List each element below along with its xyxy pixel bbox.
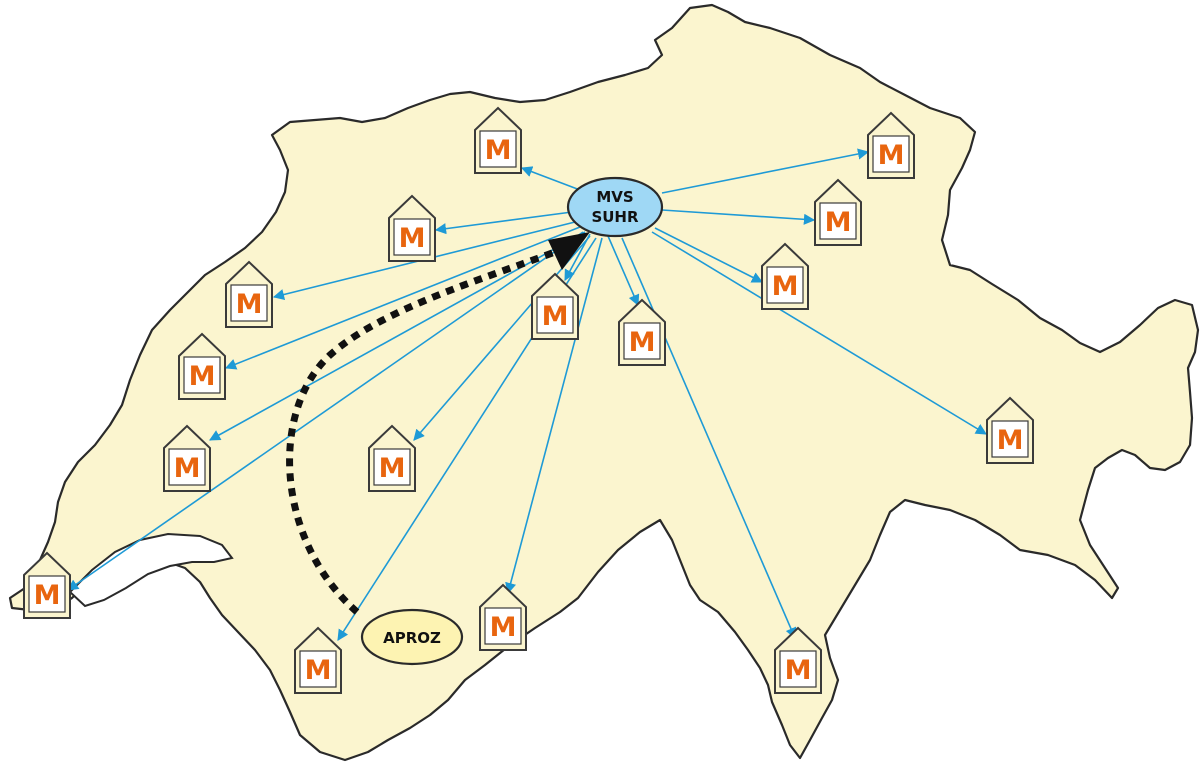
supply-route-arrowhead	[548, 232, 590, 270]
store-icon: M	[618, 299, 666, 366]
delivery-route	[520, 166, 581, 191]
switzerland-outline	[8, 3, 1200, 762]
store-letter: M	[878, 140, 905, 171]
store-icon: M	[294, 627, 342, 694]
delivery-route	[651, 231, 987, 435]
delivery-route	[434, 211, 573, 235]
delivery-route	[621, 237, 797, 640]
store-icon: M	[163, 425, 211, 492]
store-letter: M	[542, 301, 569, 332]
store-icon: M	[178, 333, 226, 400]
origin-oval	[360, 608, 464, 666]
hub-mvs-suhr: MVS SUHR	[566, 176, 664, 238]
store-icon: M	[814, 179, 862, 246]
store-letter: M	[305, 655, 332, 686]
store-icon: M	[23, 552, 71, 619]
delivery-route	[661, 209, 816, 225]
supply-route-aproz-to-suhr	[286, 248, 557, 615]
hub-oval	[566, 176, 664, 238]
origin-label: APROZ	[383, 629, 441, 647]
store-letter: M	[236, 289, 263, 320]
delivery-route	[661, 148, 870, 194]
store-icon: M	[867, 112, 915, 179]
store-letter: M	[485, 135, 512, 166]
store-icon: M	[761, 243, 809, 310]
migros-stores: M M M M M M M M M M M M M M M M	[23, 107, 1034, 694]
store-icon: M	[479, 584, 527, 651]
store-icon: M	[388, 195, 436, 262]
store-letter: M	[629, 327, 656, 358]
lake-geneva	[68, 532, 234, 608]
store-letter: M	[997, 425, 1024, 456]
hub-label-line2: SUHR	[591, 208, 639, 226]
store-letter: M	[34, 580, 61, 611]
hub-label-line1: MVS	[596, 188, 633, 206]
delivery-route	[67, 231, 584, 591]
store-icon: M	[368, 425, 416, 492]
store-letter: M	[174, 453, 201, 484]
store-letter: M	[490, 612, 517, 643]
store-icon: M	[774, 627, 822, 694]
delivery-route	[607, 235, 640, 307]
store-icon: M	[474, 107, 522, 174]
store-letter: M	[785, 655, 812, 686]
delivery-route	[224, 226, 581, 370]
origin-aproz: APROZ	[360, 608, 464, 666]
store-icon: M	[531, 273, 579, 340]
store-letter: M	[379, 453, 406, 484]
delivery-route	[413, 235, 591, 441]
delivery-routes	[67, 148, 987, 641]
delivery-route	[505, 237, 603, 595]
store-icon: M	[225, 261, 273, 328]
store-letter: M	[772, 271, 799, 302]
delivery-route	[654, 227, 763, 283]
store-letter: M	[399, 223, 426, 254]
store-letter: M	[189, 361, 216, 392]
store-icon: M	[986, 397, 1034, 464]
store-letter: M	[825, 207, 852, 238]
